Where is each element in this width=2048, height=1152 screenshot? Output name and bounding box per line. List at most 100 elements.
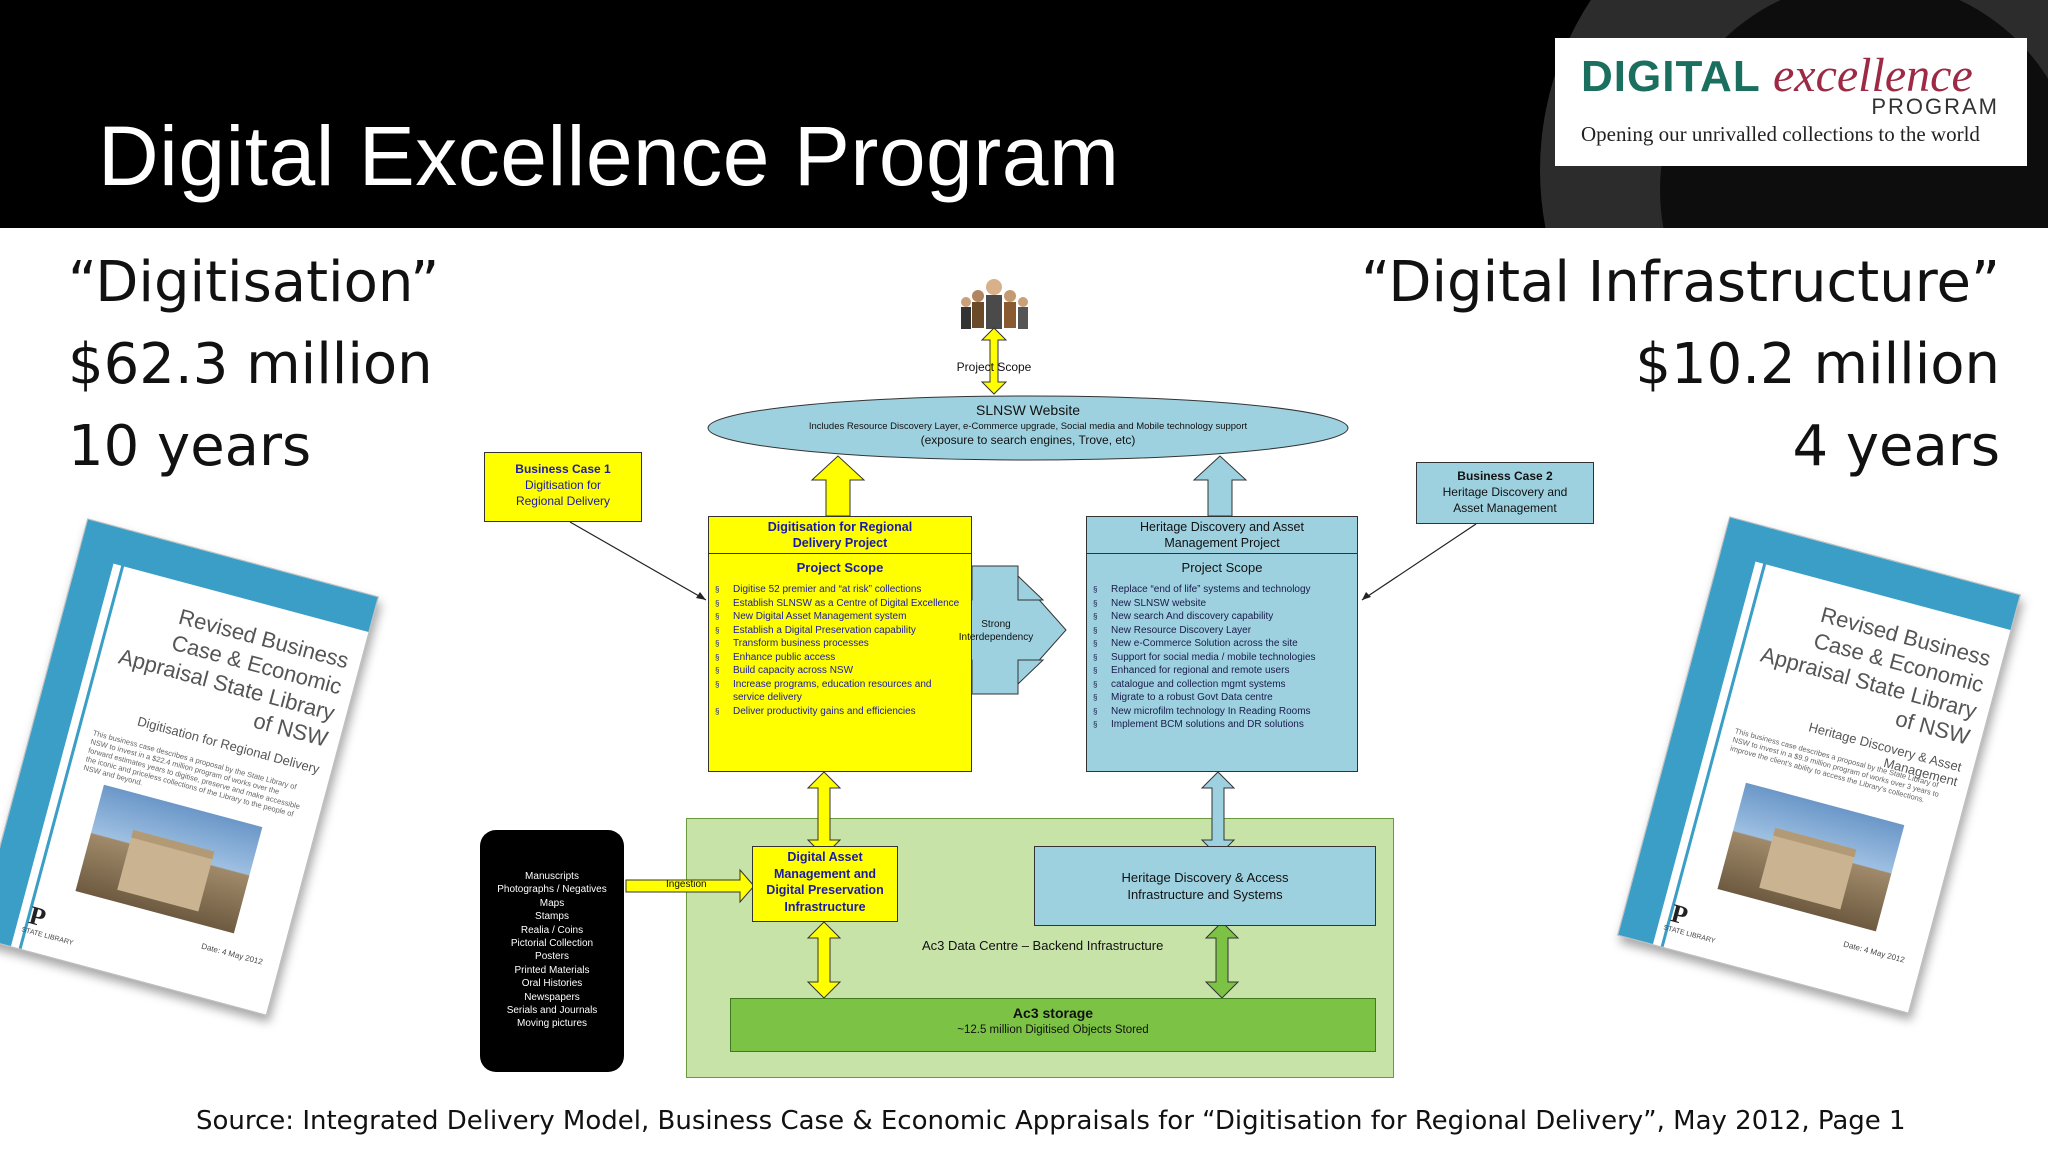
ingestion-arrow <box>625 868 755 904</box>
list-item: Enhanced for regional and remote users <box>1087 664 1351 678</box>
logo-excellence: excellence <box>1772 49 1973 102</box>
heritage-infra-line1: Heritage Discovery & Access <box>1121 870 1289 885</box>
storage-title: Ac3 storage <box>1012 1005 1094 1021</box>
list-item: Migrate to a robust Govt Data centre <box>1087 691 1351 705</box>
proj2-title-line2: Management Project <box>1164 536 1280 550</box>
list-item: catalogue and collection mgmt systems <box>1087 678 1351 692</box>
dam-storage-arrow <box>806 921 842 999</box>
interdependency-line1: Strong <box>981 619 1011 630</box>
collection-item: Posters <box>535 951 569 963</box>
bc2-line1: Heritage Discovery and <box>1442 485 1568 499</box>
list-item: New Resource Discovery Layer <box>1087 624 1351 638</box>
list-item: New Digital Asset Management system <box>709 610 965 624</box>
infrastructure-summary: “Digital Infrastructure” $10.2 million 4… <box>1361 242 2000 488</box>
list-item: New SLNSW website <box>1087 597 1351 611</box>
scope-arrow <box>980 327 1008 395</box>
list-item: Establish SLNSW as a Centre of Digital E… <box>709 597 965 611</box>
page-title: Digital Excellence Program <box>98 109 1120 203</box>
logo-digital: DIGITAL <box>1581 52 1761 101</box>
list-item: Implement BCM solutions and DR solutions <box>1087 718 1351 732</box>
dam-line4: Infrastructure <box>784 899 866 914</box>
proj1-scope-heading: Project Scope <box>796 560 884 575</box>
collection-item: Oral Histories <box>521 978 583 990</box>
list-item: New e-Commerce Solution across the site <box>1087 637 1351 651</box>
collection-item: Photographs / Negatives <box>497 884 607 896</box>
business-case-1-box: Business Case 1 Digitisation for Regiona… <box>484 452 642 522</box>
website-title: SLNSW Website <box>976 402 1080 418</box>
infrastructure-heading: “Digital Infrastructure” <box>1361 250 2000 315</box>
yellow-vertical-arrow <box>806 771 842 857</box>
logo-tagline: Opening our unrivalled collections to th… <box>1581 122 1980 146</box>
bc1-title: Business Case 1 <box>515 462 611 476</box>
list-item: New microfilm technology In Reading Room… <box>1087 705 1351 719</box>
digitisation-duration: 10 years <box>68 414 312 479</box>
proj1-scope-list: Digitise 52 premier and “at risk” collec… <box>709 583 971 718</box>
heritage-storage-arrow <box>1204 921 1240 999</box>
business-case-2-box: Business Case 2 Heritage Discovery and A… <box>1416 462 1594 524</box>
list-item: Deliver productivity gains and efficienc… <box>709 705 965 719</box>
header-bar: Digital Excellence Program DIGITAL excel… <box>0 0 2048 228</box>
doc-date: Date: 4 May 2012 <box>200 941 264 967</box>
list-item: Enhance public access <box>709 651 965 665</box>
ingestion-label: Ingestion <box>666 879 707 890</box>
source-footnote: Source: Integrated Delivery Model, Busin… <box>196 1106 1906 1136</box>
blue-vertical-arrow <box>1200 771 1236 857</box>
collection-item: Stamps <box>535 911 569 923</box>
collection-item: Printed Materials <box>514 964 590 976</box>
data-centre-label: Ac3 Data Centre – Backend Infrastructure <box>922 938 1164 953</box>
infrastructure-duration: 4 years <box>1792 414 2000 479</box>
collection-item: Newspapers <box>524 991 580 1003</box>
digitisation-project-box: Digitisation for Regional Delivery Proje… <box>708 516 972 772</box>
proj1-title-line1: Digitisation for Regional <box>767 520 913 534</box>
logo-program: PROGRAM <box>1871 94 1999 119</box>
diagram-connectors <box>569 279 1477 999</box>
dam-line1: Digital Asset <box>787 850 863 864</box>
heritage-infra-line2: Infrastructure and Systems <box>1127 887 1283 902</box>
proj1-title-line2: Delivery Project <box>792 536 888 550</box>
program-logo: DIGITAL excellence PROGRAM Opening our u… <box>1555 38 2027 166</box>
storage-subtitle: ~12.5 million Digitised Objects Stored <box>957 1024 1149 1036</box>
people-icon <box>961 279 1028 329</box>
website-line2: (exposure to search engines, Trove, etc) <box>920 433 1136 447</box>
collection-item: Pictorial Collection <box>510 938 594 950</box>
website-ellipse <box>707 395 1349 461</box>
collections-box: Manuscripts Photographs / Negatives Maps… <box>480 830 624 1072</box>
website-text: SLNSW Website Includes Resource Discover… <box>718 402 1338 447</box>
dam-line2: Management and <box>773 866 877 881</box>
list-item: Build capacity across NSW <box>709 664 965 678</box>
bc1-line1: Digitisation for <box>524 478 602 492</box>
website-line1: Includes Resource Discovery Layer, e-Com… <box>808 421 1248 432</box>
doc-logo-text: STATE LIBRARY <box>1662 924 1716 945</box>
heritage-infrastructure-box: Heritage Discovery & Access Infrastructu… <box>1034 846 1376 926</box>
list-item: Support for social media / mobile techno… <box>1087 651 1351 665</box>
digitisation-summary: “Digitisation” $62.3 million 10 years <box>68 242 439 488</box>
list-item: Digitise 52 premier and “at risk” collec… <box>709 583 965 597</box>
interdependency-line2: Interdependency <box>958 632 1034 643</box>
digitisation-amount: $62.3 million <box>68 332 433 397</box>
collection-item: Maps <box>539 897 565 909</box>
up-arrow-blue <box>1192 455 1248 517</box>
digitisation-heading: “Digitisation” <box>68 250 440 315</box>
interdependency-label: Strong Interdependency <box>958 618 1034 644</box>
integrated-delivery-diagram: Project Scope SLNSW Website Includes Res… <box>478 270 1598 1092</box>
project-scope-label: Project Scope <box>956 360 1032 374</box>
up-arrow-yellow <box>810 455 866 517</box>
collection-item: Manuscripts <box>525 871 579 882</box>
collection-item: Serials and Journals <box>506 1005 598 1017</box>
dam-line3: Digital Preservation <box>766 883 884 897</box>
library-building <box>117 829 215 912</box>
heritage-project-box: Heritage Discovery and Asset Management … <box>1086 516 1358 772</box>
bc1-line2: Regional Delivery <box>515 494 611 508</box>
logo-wordmark: DIGITAL excellence <box>1581 48 1973 103</box>
list-item: Increase programs, education resources a… <box>709 678 965 705</box>
collection-item: Moving pictures <box>516 1018 588 1030</box>
doc-date: Date: 4 May 2012 <box>1842 939 1906 965</box>
library-photo <box>1717 782 1905 932</box>
storage-box: Ac3 storage ~12.5 million Digitised Obje… <box>730 998 1376 1052</box>
proj2-title: Heritage Discovery and Asset Management … <box>1087 517 1357 554</box>
bc2-title: Business Case 2 <box>1457 469 1553 483</box>
list-item: Transform business processes <box>709 637 965 651</box>
list-item: New search And discovery capability <box>1087 610 1351 624</box>
library-building <box>1759 827 1857 910</box>
proj1-title: Digitisation for Regional Delivery Proje… <box>709 517 971 554</box>
